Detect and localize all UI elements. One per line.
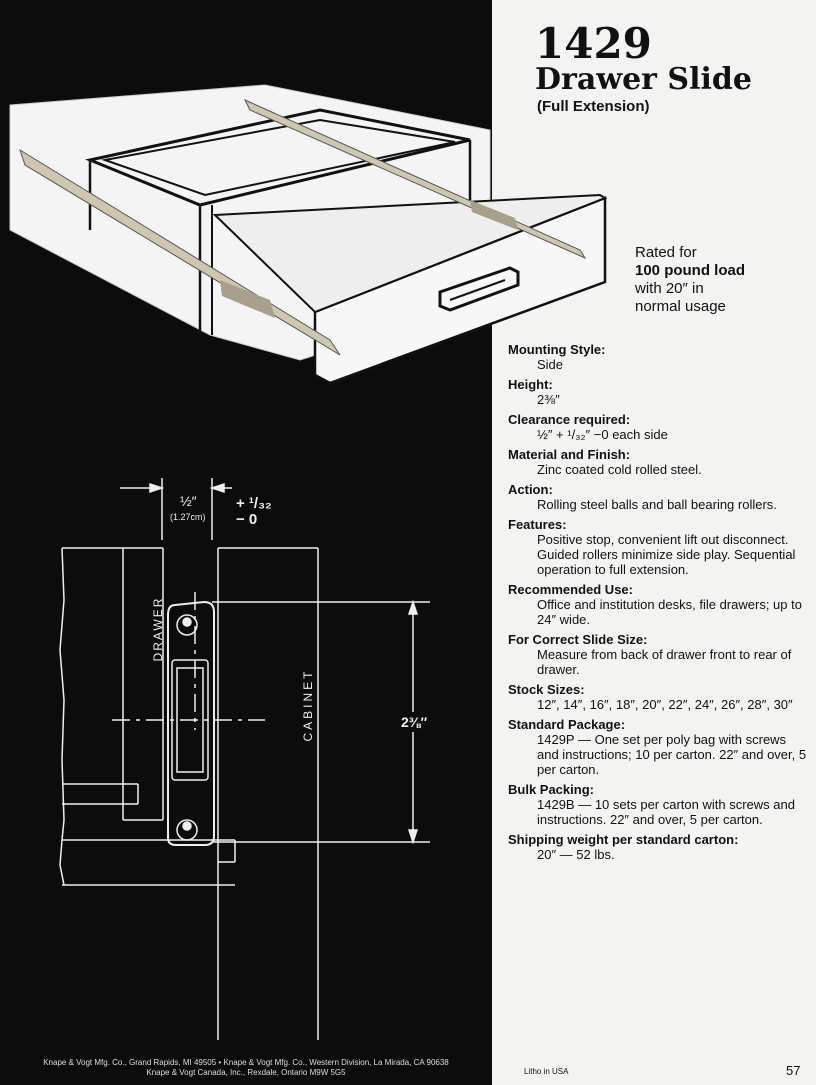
spec-value: Positive stop, convenient lift out disco… xyxy=(537,532,796,577)
spec-item: Features:Positive stop, convenient lift … xyxy=(508,517,808,577)
spec-label: Bulk Packing: xyxy=(508,782,594,797)
spec-value: Rolling steel balls and ball bearing rol… xyxy=(537,497,777,512)
page-title: Drawer Slide xyxy=(535,62,752,97)
spec-item: Stock Sizes:12″, 14″, 16″, 18″, 20″, 22″… xyxy=(508,682,808,712)
spec-value: 2⅜″ xyxy=(537,392,560,407)
address-line-1: Knape & Vogt Mfg. Co., Grand Rapids, MI … xyxy=(43,1058,449,1067)
drawer-label: DRAWER xyxy=(151,596,165,662)
spec-item: Shipping weight per standard carton:20″ … xyxy=(508,832,808,862)
spec-label: Action: xyxy=(508,482,553,497)
spec-label: Clearance required: xyxy=(508,412,631,427)
right-panel xyxy=(492,0,816,1085)
spec-list: Mounting Style:Side Height:2⅜″ Clearance… xyxy=(508,342,808,867)
spec-label: Height: xyxy=(508,377,553,392)
spec-value: Zinc coated cold rolled steel. xyxy=(537,462,702,477)
cabinet-label: CABINET xyxy=(301,668,315,742)
spec-label: For Correct Slide Size: xyxy=(508,632,648,647)
spec-label: Material and Finish: xyxy=(508,447,631,462)
spec-item: Material and Finish:Zinc coated cold rol… xyxy=(508,447,808,477)
tolerance-minus: − 0 xyxy=(236,511,258,528)
spec-value: Side xyxy=(537,357,564,372)
spec-value: 1429P — One set per poly bag with screws… xyxy=(537,732,807,777)
load-rating: Rated for 100 pound load with 20″ in nor… xyxy=(635,244,745,316)
spec-label: Standard Package: xyxy=(508,717,626,732)
cross-section-diagram xyxy=(59,478,430,1040)
spec-label: Shipping weight per standard carton: xyxy=(508,832,739,847)
spec-item: Standard Package:1429P — One set per pol… xyxy=(508,717,808,777)
spec-value: Office and institution desks, file drawe… xyxy=(537,597,802,627)
spec-item: Mounting Style:Side xyxy=(508,342,808,372)
rating-line-2: 100 pound load xyxy=(635,262,746,279)
spec-value: ½″ + ¹/₃₂″ −0 each side xyxy=(537,427,668,442)
spec-value: 20″ — 52 lbs. xyxy=(537,847,615,862)
drawer-illustration xyxy=(9,84,608,385)
page-subtitle: (Full Extension) xyxy=(537,98,650,115)
height-label: 2⅜″ xyxy=(400,712,429,732)
gap-dimension: ½″ xyxy=(180,493,197,509)
model-number: 1429 xyxy=(535,19,652,68)
tolerance-plus: + ¹/₃₂ xyxy=(236,495,272,512)
litho-note: Litho in USA xyxy=(524,1067,569,1076)
spec-item: Clearance required:½″ + ¹/₃₂″ −0 each si… xyxy=(508,412,808,442)
gap-metric: (1.27cm) xyxy=(170,512,206,522)
spec-item: For Correct Slide Size:Measure from back… xyxy=(508,632,808,677)
spec-label: Features: xyxy=(508,517,567,532)
spec-label: Stock Sizes: xyxy=(508,682,585,697)
rating-line-4: normal usage xyxy=(635,298,726,315)
address-line-2: Knape & Vogt Canada, Inc., Rexdale, Onta… xyxy=(146,1068,346,1077)
page-number: 57 xyxy=(786,1063,801,1078)
spec-item: Action:Rolling steel balls and ball bear… xyxy=(508,482,808,512)
rating-line-1: Rated for xyxy=(635,244,697,261)
spec-item: Recommended Use:Office and institution d… xyxy=(508,582,808,627)
spec-value: 1429B — 10 sets per carton with screws a… xyxy=(537,797,795,827)
spec-value: 12″, 14″, 16″, 18″, 20″, 22″, 24″, 26″, … xyxy=(537,697,793,712)
company-address: Knape & Vogt Mfg. Co., Grand Rapids, MI … xyxy=(0,1058,492,1078)
spec-item: Bulk Packing:1429B — 10 sets per carton … xyxy=(508,782,808,827)
spec-label: Mounting Style: xyxy=(508,342,606,357)
rating-line-3: with 20″ in xyxy=(635,280,704,297)
spec-value: Measure from back of drawer front to rea… xyxy=(537,647,792,677)
spec-label: Recommended Use: xyxy=(508,582,633,597)
spec-item: Height:2⅜″ xyxy=(508,377,808,407)
